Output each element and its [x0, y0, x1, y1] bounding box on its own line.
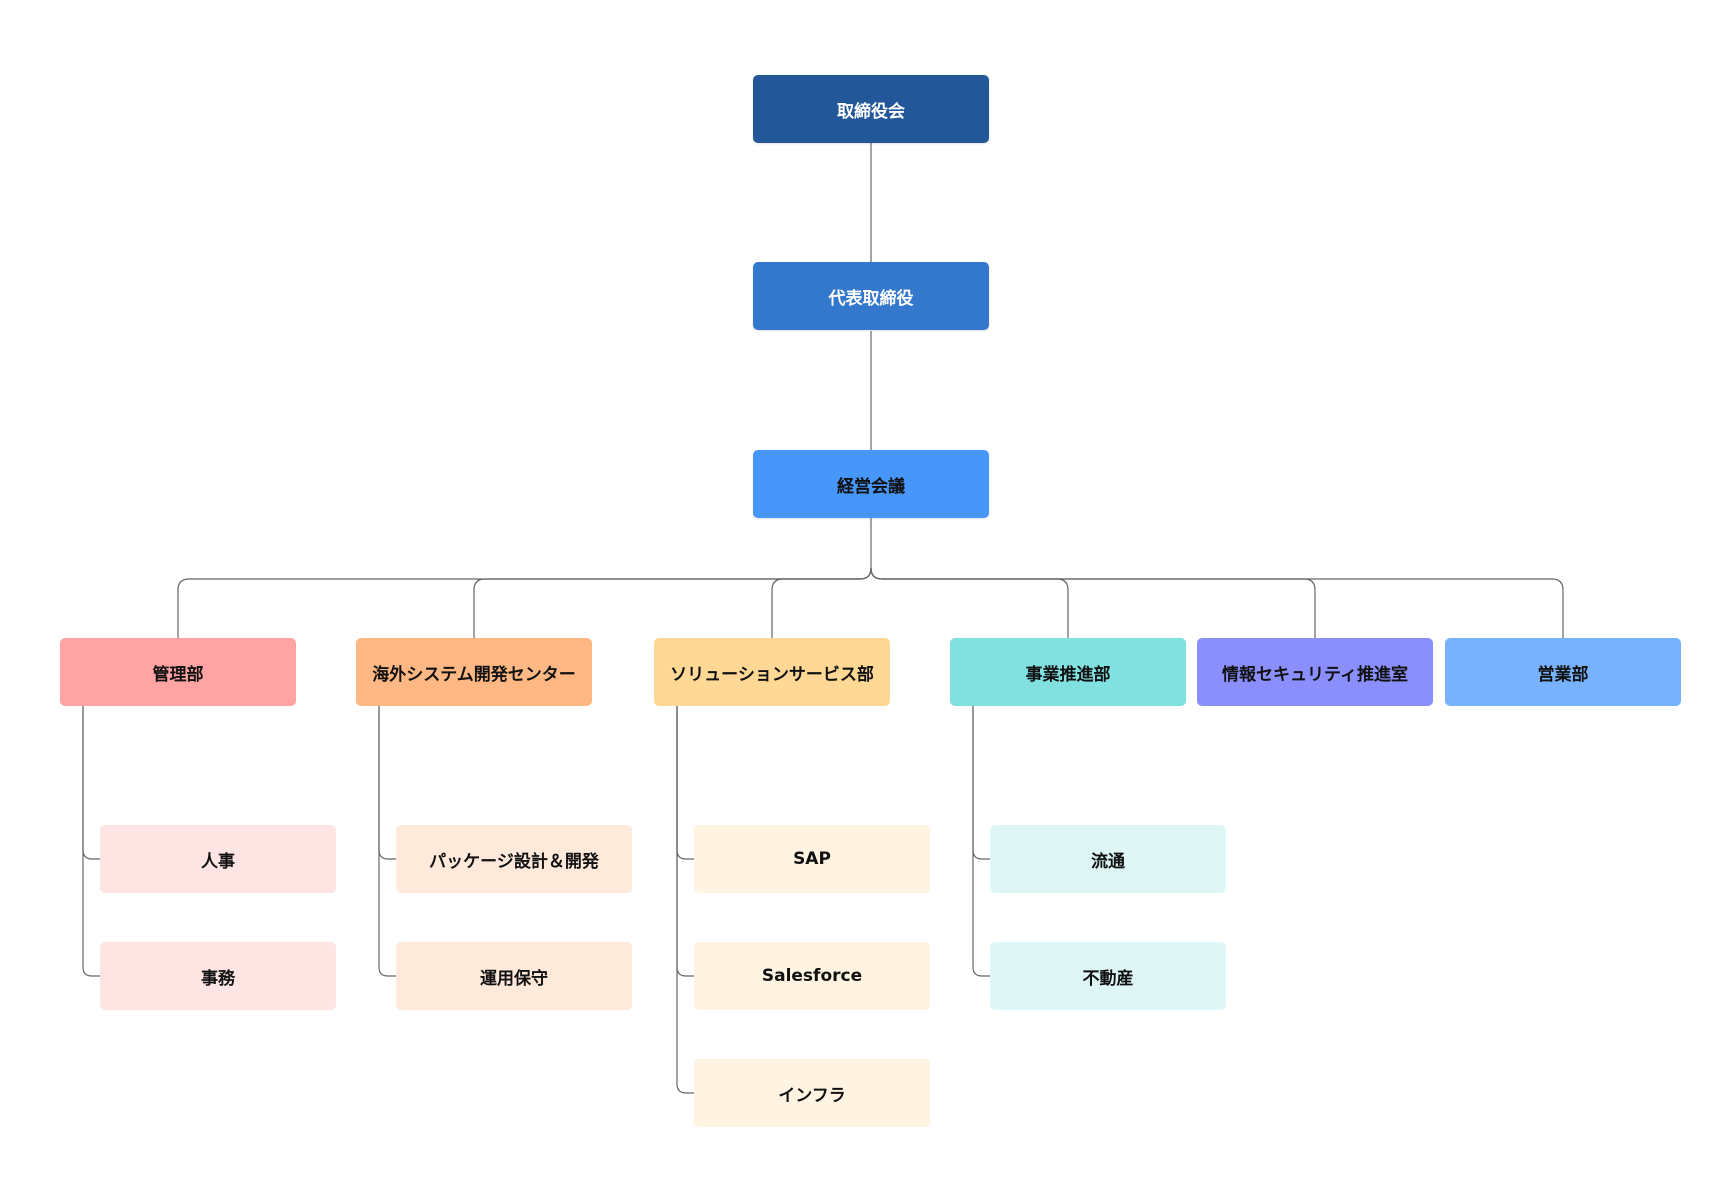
connector-business-child-0 — [972, 706, 990, 860]
sub-unit-label-solution-2: インフラ — [778, 1085, 846, 1106]
department-label-solution: ソリューションサービス部 — [670, 664, 874, 685]
connector-admin-child-0 — [82, 706, 100, 860]
sub-unit-label-solution-0: SAP — [793, 849, 831, 869]
sub-unit-label-overseas-1: 運用保守 — [480, 968, 548, 989]
department-box-business: 事業推進部 — [950, 638, 1186, 706]
executive-meeting-label: 経営会議 — [837, 476, 905, 497]
department-box-overseas: 海外システム開発センター — [356, 638, 592, 706]
board-of-directors-label: 取締役会 — [837, 101, 905, 122]
connector-exec-sales — [870, 567, 1564, 638]
sub-unit-box-overseas-1: 運用保守 — [396, 942, 632, 1010]
ceo-box: 代表取締役 — [753, 262, 989, 330]
connector-overseas-child-1 — [378, 706, 396, 977]
sub-unit-box-admin-0: 人事 — [100, 825, 336, 893]
sub-unit-label-business-1: 不動産 — [1082, 968, 1134, 989]
sub-unit-box-solution-1: Salesforce — [694, 942, 930, 1010]
connector-business-child-1 — [972, 706, 990, 977]
connector-solution-child-2 — [676, 706, 694, 1094]
sub-unit-label-admin-0: 人事 — [201, 851, 235, 872]
department-box-security: 情報セキュリティ推進室 — [1197, 638, 1433, 706]
department-label-business: 事業推進部 — [1025, 664, 1111, 685]
sub-unit-box-admin-1: 事務 — [100, 942, 336, 1010]
connector-overseas-child-0 — [378, 706, 396, 860]
sub-unit-label-solution-1: Salesforce — [761, 966, 863, 986]
sub-unit-label-admin-1: 事務 — [201, 968, 235, 989]
department-box-solution: ソリューションサービス部 — [654, 638, 890, 706]
executive-meeting-box: 経営会議 — [753, 450, 989, 518]
connector-solution-child-0 — [676, 706, 694, 860]
department-box-admin: 管理部 — [60, 638, 296, 706]
ceo-label: 代表取締役 — [828, 288, 914, 309]
department-label-sales: 営業部 — [1537, 664, 1589, 685]
sub-unit-box-solution-0: SAP — [694, 825, 930, 893]
sub-unit-box-business-0: 流通 — [990, 825, 1226, 893]
connector-admin-child-1 — [82, 706, 100, 977]
sub-unit-box-business-1: 不動産 — [990, 942, 1226, 1010]
department-label-security: 情報セキュリティ推進室 — [1222, 664, 1408, 685]
department-label-overseas: 海外システム開発センター — [372, 664, 576, 685]
connector-solution-child-1 — [676, 706, 694, 977]
sub-unit-label-business-0: 流通 — [1091, 851, 1125, 872]
department-label-admin: 管理部 — [152, 664, 204, 685]
sub-unit-label-overseas-0: パッケージ設計＆開発 — [429, 851, 599, 872]
board-of-directors-box: 取締役会 — [753, 75, 989, 143]
sub-unit-box-solution-2: インフラ — [694, 1059, 930, 1127]
connector-exec-solution — [771, 567, 872, 638]
sub-unit-box-overseas-0: パッケージ設計＆開発 — [396, 825, 632, 893]
department-box-sales: 営業部 — [1445, 638, 1681, 706]
